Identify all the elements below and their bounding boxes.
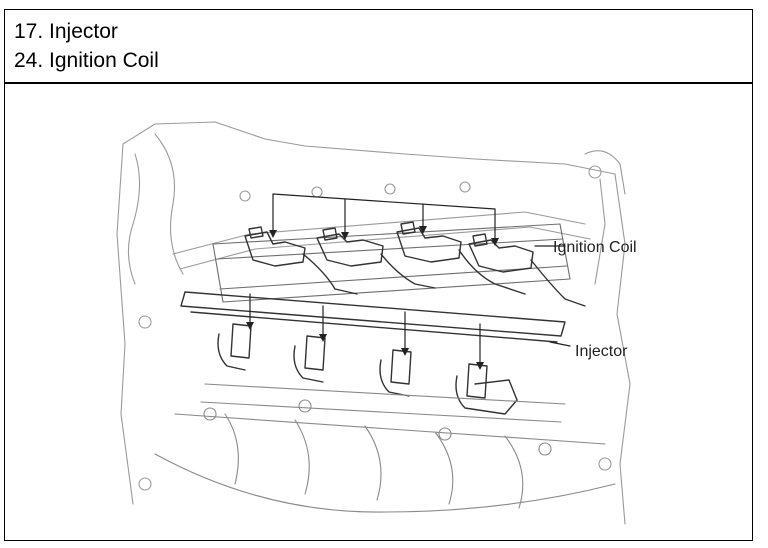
parts-legend: 17. Injector 24. Ignition Coil — [5, 10, 752, 84]
callout-injector: Injector — [575, 343, 628, 360]
legend-item-ignition-coil: 24. Ignition Coil — [14, 49, 159, 72]
legend-item-injector: 17. Injector — [14, 20, 118, 43]
ignition-coil-group — [244, 221, 586, 307]
engine-block-outline — [116, 121, 631, 525]
callout-ignition-coil: Ignition Coil — [553, 239, 637, 256]
engine-illustration: Ignition Coil Injector — [5, 84, 752, 540]
engine-drawing: Ignition Coil Injector — [116, 121, 637, 525]
arrowheads — [246, 226, 499, 370]
cylinder-head — [212, 223, 571, 303]
fuel-rail — [180, 291, 566, 343]
diagram-frame: 17. Injector 24. Ignition Coil — [4, 9, 753, 541]
injector-group — [217, 323, 518, 415]
injector-leader-lines — [249, 293, 571, 365]
coil-leader-lines — [272, 193, 566, 247]
intake-manifold — [154, 383, 616, 513]
